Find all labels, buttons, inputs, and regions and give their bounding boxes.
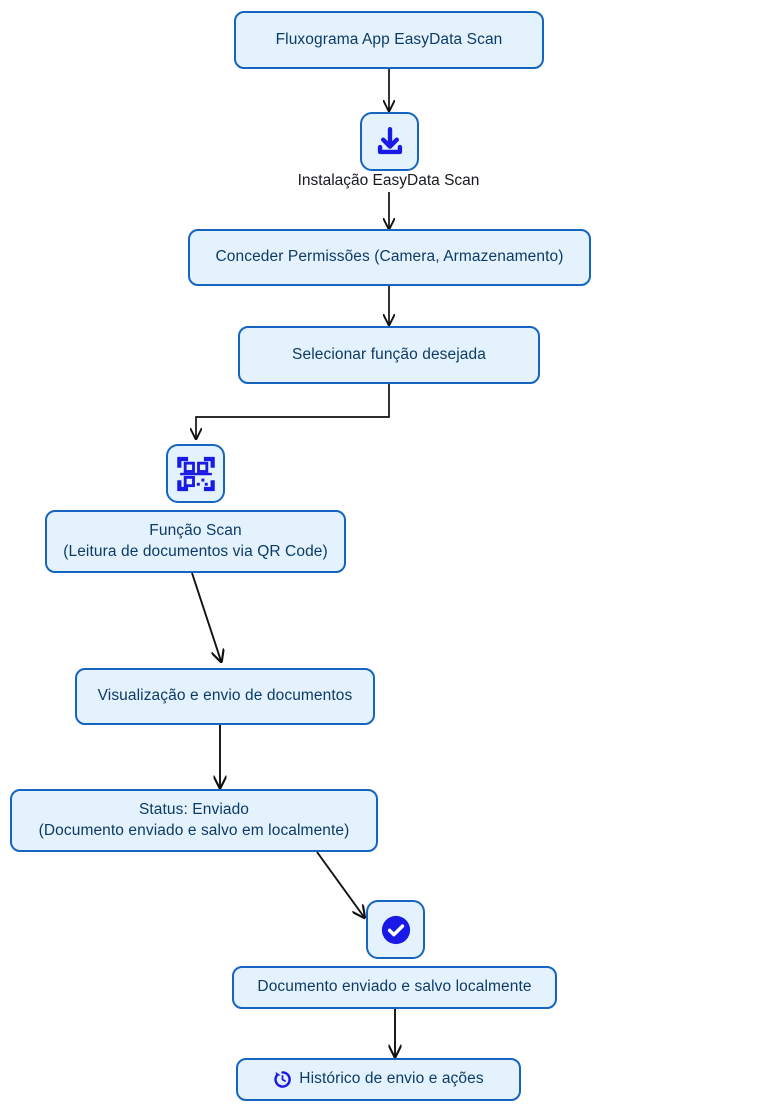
qr-code-scan-icon — [176, 454, 216, 494]
node-scan-function-line1: Função Scan — [149, 522, 242, 540]
node-history-label: Histórico de envio e ações — [299, 1070, 484, 1088]
node-permissions-label: Conceder Permissões (Camera, Armazenamen… — [215, 248, 564, 266]
node-status-line2: (Documento enviado e salvo em localmente… — [38, 821, 350, 839]
node-permissions[interactable]: Conceder Permissões (Camera, Armazenamen… — [188, 229, 591, 286]
node-saved-label: Documento enviado e salvo localmente — [257, 978, 532, 996]
node-check-icon-tile[interactable] — [366, 900, 425, 959]
node-select-function[interactable]: Selecionar função desejada — [238, 326, 540, 384]
node-history[interactable]: Histórico de envio e ações — [236, 1058, 521, 1101]
node-select-function-label: Selecionar função desejada — [292, 345, 486, 363]
edge-select-to-scan — [196, 382, 390, 438]
download-icon — [373, 125, 407, 159]
node-view-send[interactable]: Visualização e envio de documentos — [75, 668, 375, 725]
node-start-label: Fluxograma App EasyData Scan — [275, 30, 503, 48]
label-install-text: Instalação EasyData Scan — [297, 172, 480, 189]
node-status-line1: Status: Enviado — [138, 801, 250, 819]
node-saved[interactable]: Documento enviado e salvo localmente — [232, 966, 557, 1009]
node-scan-function-line2: (Leitura de documentos via QR Code) — [63, 542, 328, 560]
edge-scan-to-view — [191, 572, 221, 661]
label-install: Instalação EasyData Scan — [0, 172, 777, 190]
node-view-send-label: Visualização e envio de documentos — [97, 687, 353, 705]
node-scan-icon-tile[interactable] — [166, 444, 225, 503]
node-status[interactable]: Status: Enviado (Documento enviado e sal… — [10, 789, 378, 852]
edge-status-to-check — [316, 851, 364, 917]
check-circle-icon — [378, 912, 414, 948]
history-icon — [273, 1070, 292, 1089]
node-start[interactable]: Fluxograma App EasyData Scan — [234, 11, 544, 69]
node-install-icon-tile[interactable] — [360, 112, 419, 171]
node-scan-function[interactable]: Função Scan (Leitura de documentos via Q… — [45, 510, 346, 573]
